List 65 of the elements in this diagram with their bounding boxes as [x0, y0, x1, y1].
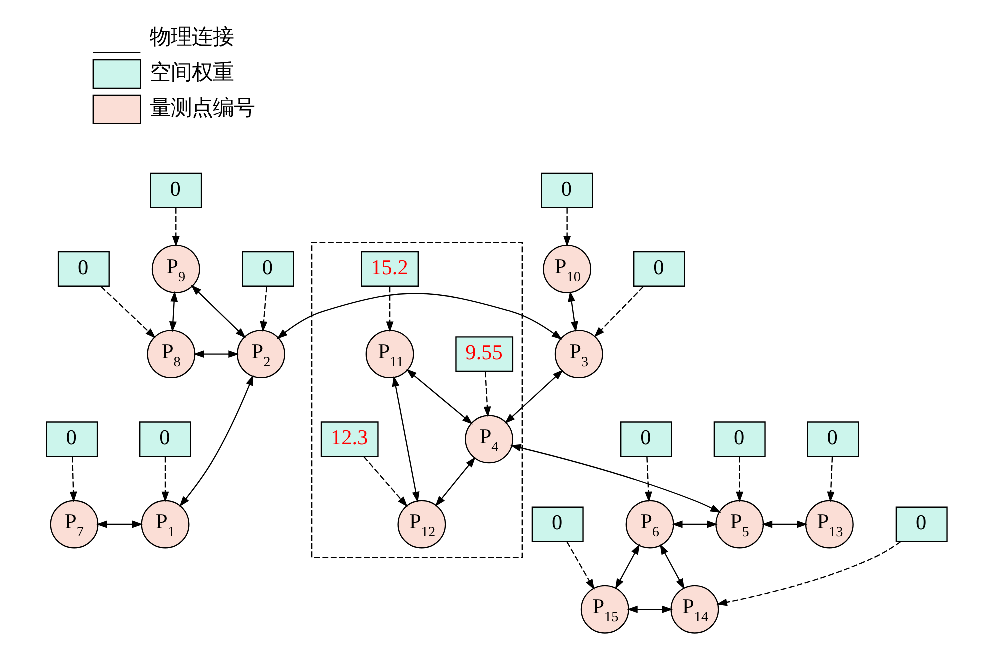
arrow: [716, 541, 901, 606]
arrow: [614, 544, 640, 590]
arrow: [736, 456, 744, 503]
node-circle: P$_{14}$: [670, 585, 719, 634]
arrow: [434, 457, 476, 507]
arrow: [406, 369, 473, 425]
node-box: 15.2: [360, 252, 418, 287]
arrow: [672, 520, 718, 528]
legend-label: 空间权重: [150, 60, 234, 84]
node-box: 12.3: [320, 422, 378, 458]
arrow: [276, 293, 562, 340]
node-box: 0: [150, 172, 202, 208]
node-circle: P$_{1}$: [140, 500, 190, 549]
arrow: [386, 286, 394, 332]
arrow: [568, 291, 578, 332]
arrow: [192, 350, 239, 358]
node-circle: P$_{6}$: [625, 500, 674, 549]
arrow: [392, 376, 420, 503]
node-box: 0: [713, 422, 766, 458]
node-box: 0: [46, 422, 98, 458]
node-circle: P$_{2}$: [236, 330, 285, 379]
node-box: 0: [139, 422, 191, 458]
node-circle: P$_{9}$: [151, 245, 200, 294]
arrow: [483, 372, 491, 418]
arrow: [69, 456, 77, 503]
node-circle: P$_{11}$: [365, 330, 414, 379]
arrow: [96, 520, 143, 528]
arrow: [510, 444, 721, 514]
arrow: [172, 208, 180, 248]
node-box: 0: [57, 252, 110, 287]
arrow: [761, 520, 808, 528]
arrow: [363, 456, 408, 508]
node-circle: P$_{10}$: [542, 245, 592, 294]
node-circle: P$_{15}$: [580, 585, 629, 634]
arrow: [566, 542, 594, 590]
legend-label: 量测点编号: [150, 96, 255, 120]
node-box: 0: [242, 252, 294, 287]
node-box: 0: [531, 506, 584, 542]
node-circle: P$_{13}$: [804, 500, 854, 549]
arrow: [594, 286, 644, 338]
node-box: 0: [633, 252, 685, 287]
arrow: [260, 286, 268, 332]
node-circle: P$_{7}$: [50, 500, 98, 549]
node-circle: P$_{5}$: [715, 500, 764, 549]
arrow: [563, 208, 571, 248]
node-circle: P$_{3}$: [554, 330, 603, 379]
node-box: 0: [895, 506, 948, 542]
node-box: 0: [540, 172, 593, 208]
node-box: 0: [620, 422, 672, 458]
arrow: [100, 286, 156, 339]
node-circle: P$_{12}$: [397, 500, 446, 549]
arrow: [504, 370, 564, 424]
node-circle: P$_{8}$: [146, 330, 196, 379]
node-circle: P$_{4}$: [464, 415, 514, 464]
arrow: [168, 291, 178, 332]
arrow: [179, 375, 254, 507]
arrow: [190, 285, 246, 338]
arrow: [644, 456, 652, 503]
arrow: [161, 456, 169, 503]
arrow: [626, 606, 673, 614]
legend-label: 物理连接: [150, 24, 234, 49]
arrow: [826, 456, 834, 503]
node-box: 9.55: [455, 336, 514, 372]
arrow: [660, 544, 684, 590]
node-box: 0: [806, 422, 859, 458]
